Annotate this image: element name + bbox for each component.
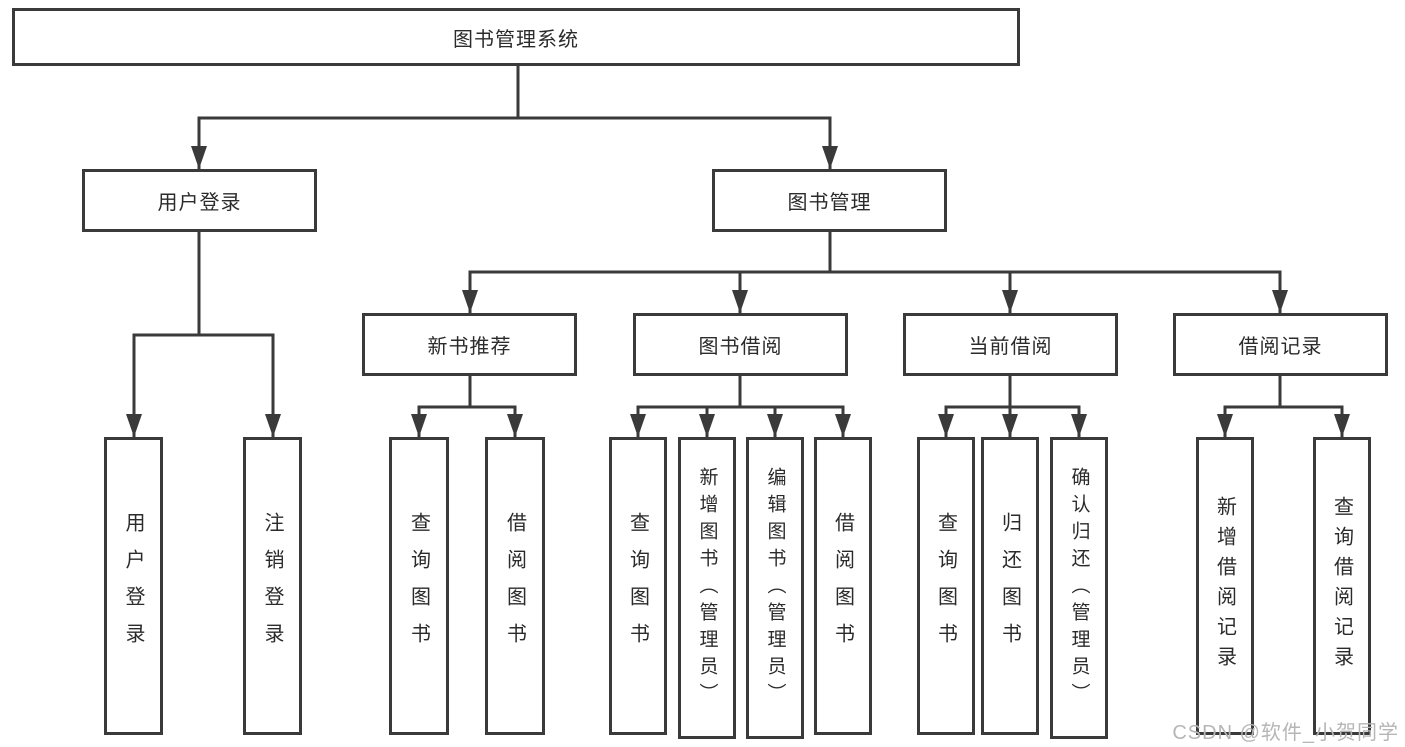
leaf-logout: 注销登录 — [243, 437, 302, 735]
leaf-borrow-borrow-books: 借阅图书 — [814, 437, 872, 735]
leaf-add-book-admin: 新增图书（管理员） — [678, 437, 736, 739]
csdn-watermark: CSDN @软件_小贺同学 — [1172, 722, 1399, 744]
node-borrow-records: 借阅记录 — [1173, 313, 1388, 376]
leaf-query-borrow-record: 查询借阅记录 — [1313, 437, 1371, 735]
leaf-borrow-query-books: 查询图书 — [609, 437, 667, 735]
leaf-newbooks-borrow-books: 借阅图书 — [485, 437, 545, 735]
node-new-book-recommend: 新书推荐 — [362, 313, 577, 376]
leaf-return-books: 归还图书 — [981, 437, 1039, 735]
leaf-confirm-return-admin: 确认归还（管理员） — [1050, 437, 1108, 739]
leaf-current-query-books: 查询图书 — [917, 437, 975, 735]
leaf-edit-book-admin: 编辑图书（管理员） — [746, 437, 804, 739]
node-book-management: 图书管理 — [712, 169, 947, 232]
node-current-borrow: 当前借阅 — [903, 313, 1118, 376]
node-book-borrow: 图书借阅 — [633, 313, 848, 376]
node-user-login: 用户登录 — [82, 169, 317, 232]
leaf-newbooks-query-books: 查询图书 — [389, 437, 449, 735]
leaf-add-borrow-record: 新增借阅记录 — [1196, 437, 1254, 735]
leaf-user-login: 用户登录 — [104, 437, 163, 735]
node-root-library-system: 图书管理系统 — [12, 8, 1020, 66]
